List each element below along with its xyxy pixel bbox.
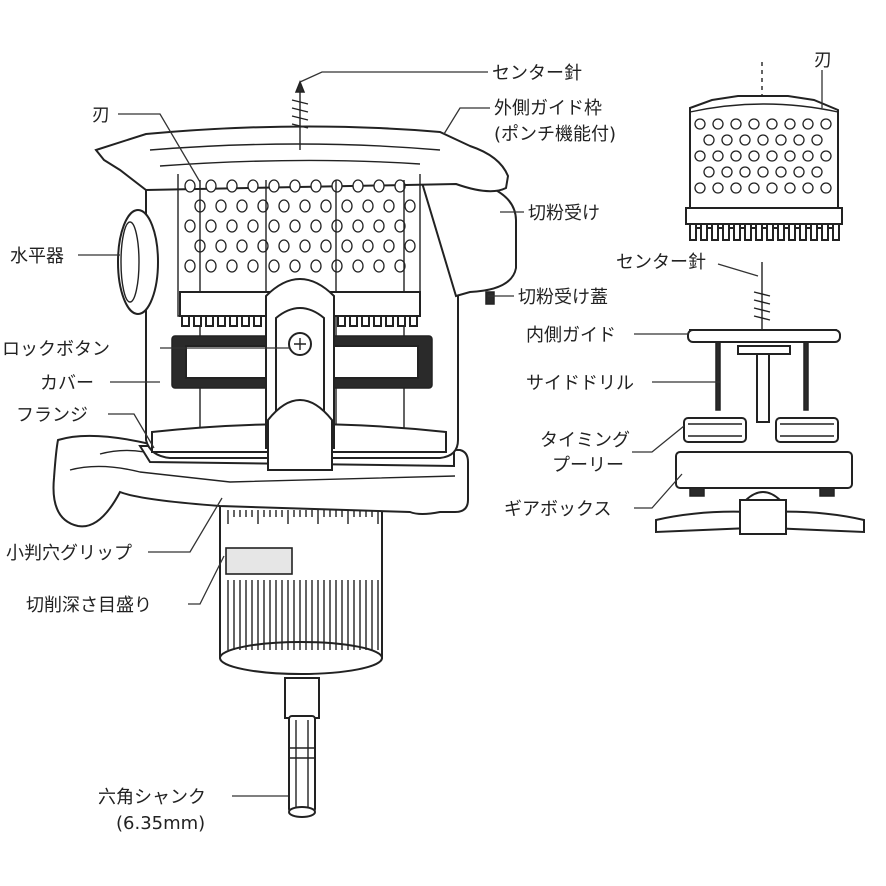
label-outer-guide: 外側ガイド枠 [494, 98, 602, 119]
label-cover: カバー [40, 373, 94, 394]
center-pin-part [291, 79, 309, 150]
labels: センター針 外側ガイド枠 (ポンチ機能付) 刃 切粉受け 水平器 切粉受け蓋 ロ… [2, 50, 832, 834]
inset-label-gearbox: ギアボックス [504, 499, 611, 520]
label-blade: 刃 [92, 105, 110, 126]
label-outer-guide-note: (ポンチ機能付) [494, 124, 616, 145]
leader-lines [78, 70, 823, 797]
label-lock-button: ロックボタン [2, 339, 110, 360]
label-chip-catcher: 切粉受け [528, 203, 600, 224]
inset-exploded-view [655, 62, 865, 535]
inset-label-timing-2: プーリー [552, 455, 624, 476]
label-center-pin: センター針 [492, 63, 582, 84]
housing-part [94, 125, 517, 471]
label-flange: フランジ [16, 405, 88, 426]
label-grip: 小判穴グリップ [6, 543, 132, 564]
inset-label-blade: 刃 [814, 50, 832, 71]
main-tool [52, 79, 517, 818]
label-hex-shank: 六角シャンク [98, 787, 206, 808]
label-hex-size: (6.35mm) [116, 813, 205, 834]
label-chip-lid: 切粉受け蓋 [518, 287, 608, 308]
inset-label-inner-guide: 内側ガイド [526, 325, 616, 346]
inset-label-center-pin: センター針 [616, 252, 706, 273]
hex-shank-part [284, 677, 320, 818]
label-level: 水平器 [10, 246, 64, 267]
label-depth-scale: 切削深さ目盛り [26, 595, 152, 616]
inset-label-side-drill: サイドドリル [526, 373, 634, 394]
inset-label-timing-1: タイミング [540, 430, 630, 451]
depth-scale-cylinder [219, 501, 383, 675]
